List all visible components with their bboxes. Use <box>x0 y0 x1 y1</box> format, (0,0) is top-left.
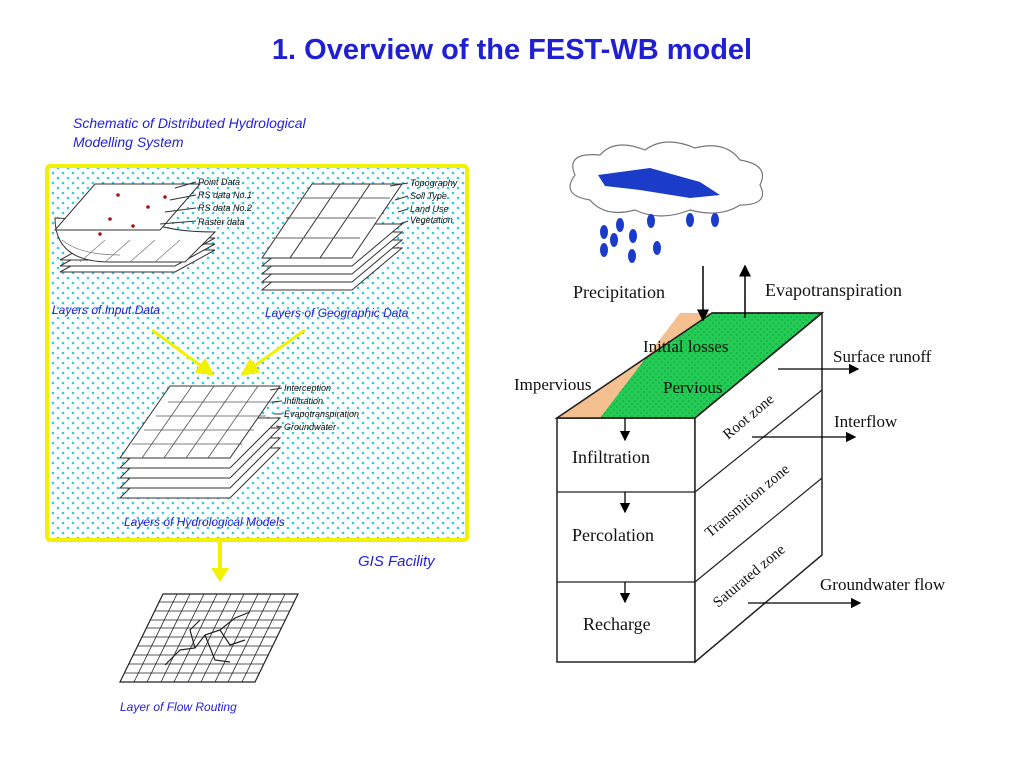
schematic-heading-line1: Schematic of Distributed Hydrological <box>73 115 307 131</box>
input-layer-label-3: RS data No.2 <box>198 203 252 213</box>
page-title: 1. Overview of the FEST-WB model <box>271 34 753 66</box>
caption-geographic-data: Layers of Geographic Data <box>265 306 409 320</box>
geo-layer-label-2: Soil Type <box>410 191 447 201</box>
geo-layer-label-3: Land Use <box>410 204 449 214</box>
caption-input-data: Layers of Input Data <box>52 303 160 317</box>
input-data-layers <box>53 181 217 273</box>
geo-layer-label-4: Vegetation <box>410 215 453 225</box>
label-evapotranspiration: Evapotranspiration <box>765 280 902 300</box>
arrow-geo-to-hydro <box>240 328 306 376</box>
raindrops-icon <box>600 213 719 263</box>
point-data-markers <box>98 193 167 236</box>
caption-flow-routing: Layer of Flow Routing <box>120 700 237 714</box>
gis-facility-label: GIS Facility <box>358 553 436 570</box>
arrow-to-flow-routing-head <box>211 568 229 582</box>
arrow-input-to-hydro <box>151 328 215 376</box>
label-surface-runoff: Surface runoff <box>833 347 932 366</box>
label-pervious: Pervious <box>663 378 723 397</box>
input-layer-label-4: Raster data <box>198 217 245 227</box>
geographic-data-layers <box>260 182 409 291</box>
lightning-icon <box>598 168 720 198</box>
hydro-layer-label-1: Interception <box>284 383 331 393</box>
hydro-layer-label-3: Evapotranspiration <box>284 409 359 419</box>
label-groundwater-flow: Groundwater flow <box>820 575 946 594</box>
hydro-layer-label-2: Infiltration <box>284 396 323 406</box>
input-layer-label-2: RS data No.1 <box>198 190 252 200</box>
label-initial-losses: Initial losses <box>643 337 728 356</box>
label-recharge: Recharge <box>583 614 651 634</box>
schematic-heading-line2: Modelling System <box>73 134 184 150</box>
caption-hydrological-models: Layers of Hydrological Models <box>124 515 285 529</box>
label-percolation: Percolation <box>572 525 654 545</box>
flow-routing-grid <box>119 593 299 683</box>
label-impervious: Impervious <box>514 375 591 394</box>
input-layer-label-1: Point Data <box>198 177 240 187</box>
hydrological-model-layers <box>118 385 283 499</box>
soil-block-front <box>556 417 696 663</box>
label-interflow: Interflow <box>834 412 898 431</box>
geo-layer-label-1: Topography <box>410 178 458 188</box>
label-precipitation: Precipitation <box>573 282 665 302</box>
hydro-layer-label-4: Groundwater <box>284 422 337 432</box>
label-infiltration: Infiltration <box>572 447 650 467</box>
